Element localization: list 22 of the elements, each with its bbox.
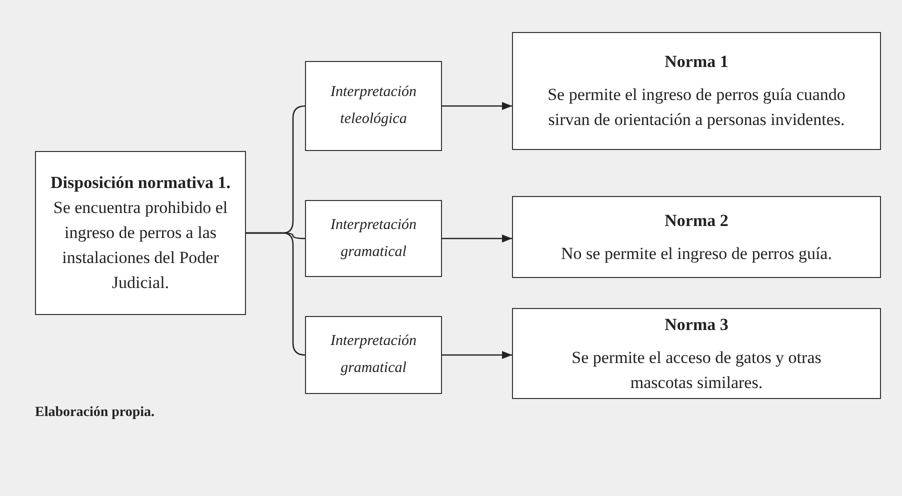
interpretation-box bbox=[305, 316, 442, 394]
box-heading: Disposición normativa 1. bbox=[50, 172, 230, 194]
box-heading: Norma 1 bbox=[664, 51, 728, 73]
box-heading: Norma 3 bbox=[664, 314, 728, 336]
box-text: Se permite el ingreso de perros guía cuando sirvan de orientación a personas invidentes. bbox=[546, 84, 846, 131]
arrow bbox=[442, 102, 512, 110]
interpretation-text: Interpretación gramatical bbox=[329, 332, 418, 378]
interpretation-box bbox=[305, 200, 442, 277]
caption: Elaboración propia. bbox=[35, 404, 155, 422]
box-text: Se encuentra prohibido el ingreso de perros a las instalaciones del Poder Judicial. bbox=[52, 197, 229, 294]
interpretation-text: Interpretación gramatical bbox=[329, 216, 418, 262]
norm-box bbox=[512, 196, 881, 278]
interpretation-box bbox=[305, 61, 442, 151]
box-heading: Norma 2 bbox=[664, 210, 728, 232]
interpretation-text: Interpretación teleológica bbox=[329, 83, 418, 129]
box-text: Se permite el acceso de gatos y otras mascotas similares. bbox=[570, 346, 822, 394]
arrow bbox=[442, 234, 512, 242]
norm-box bbox=[512, 308, 881, 399]
provision-box bbox=[35, 151, 246, 315]
box-text: No se permite el ingreso de perros guía. bbox=[560, 242, 833, 265]
norm-box bbox=[512, 32, 881, 150]
arrow bbox=[442, 351, 512, 359]
